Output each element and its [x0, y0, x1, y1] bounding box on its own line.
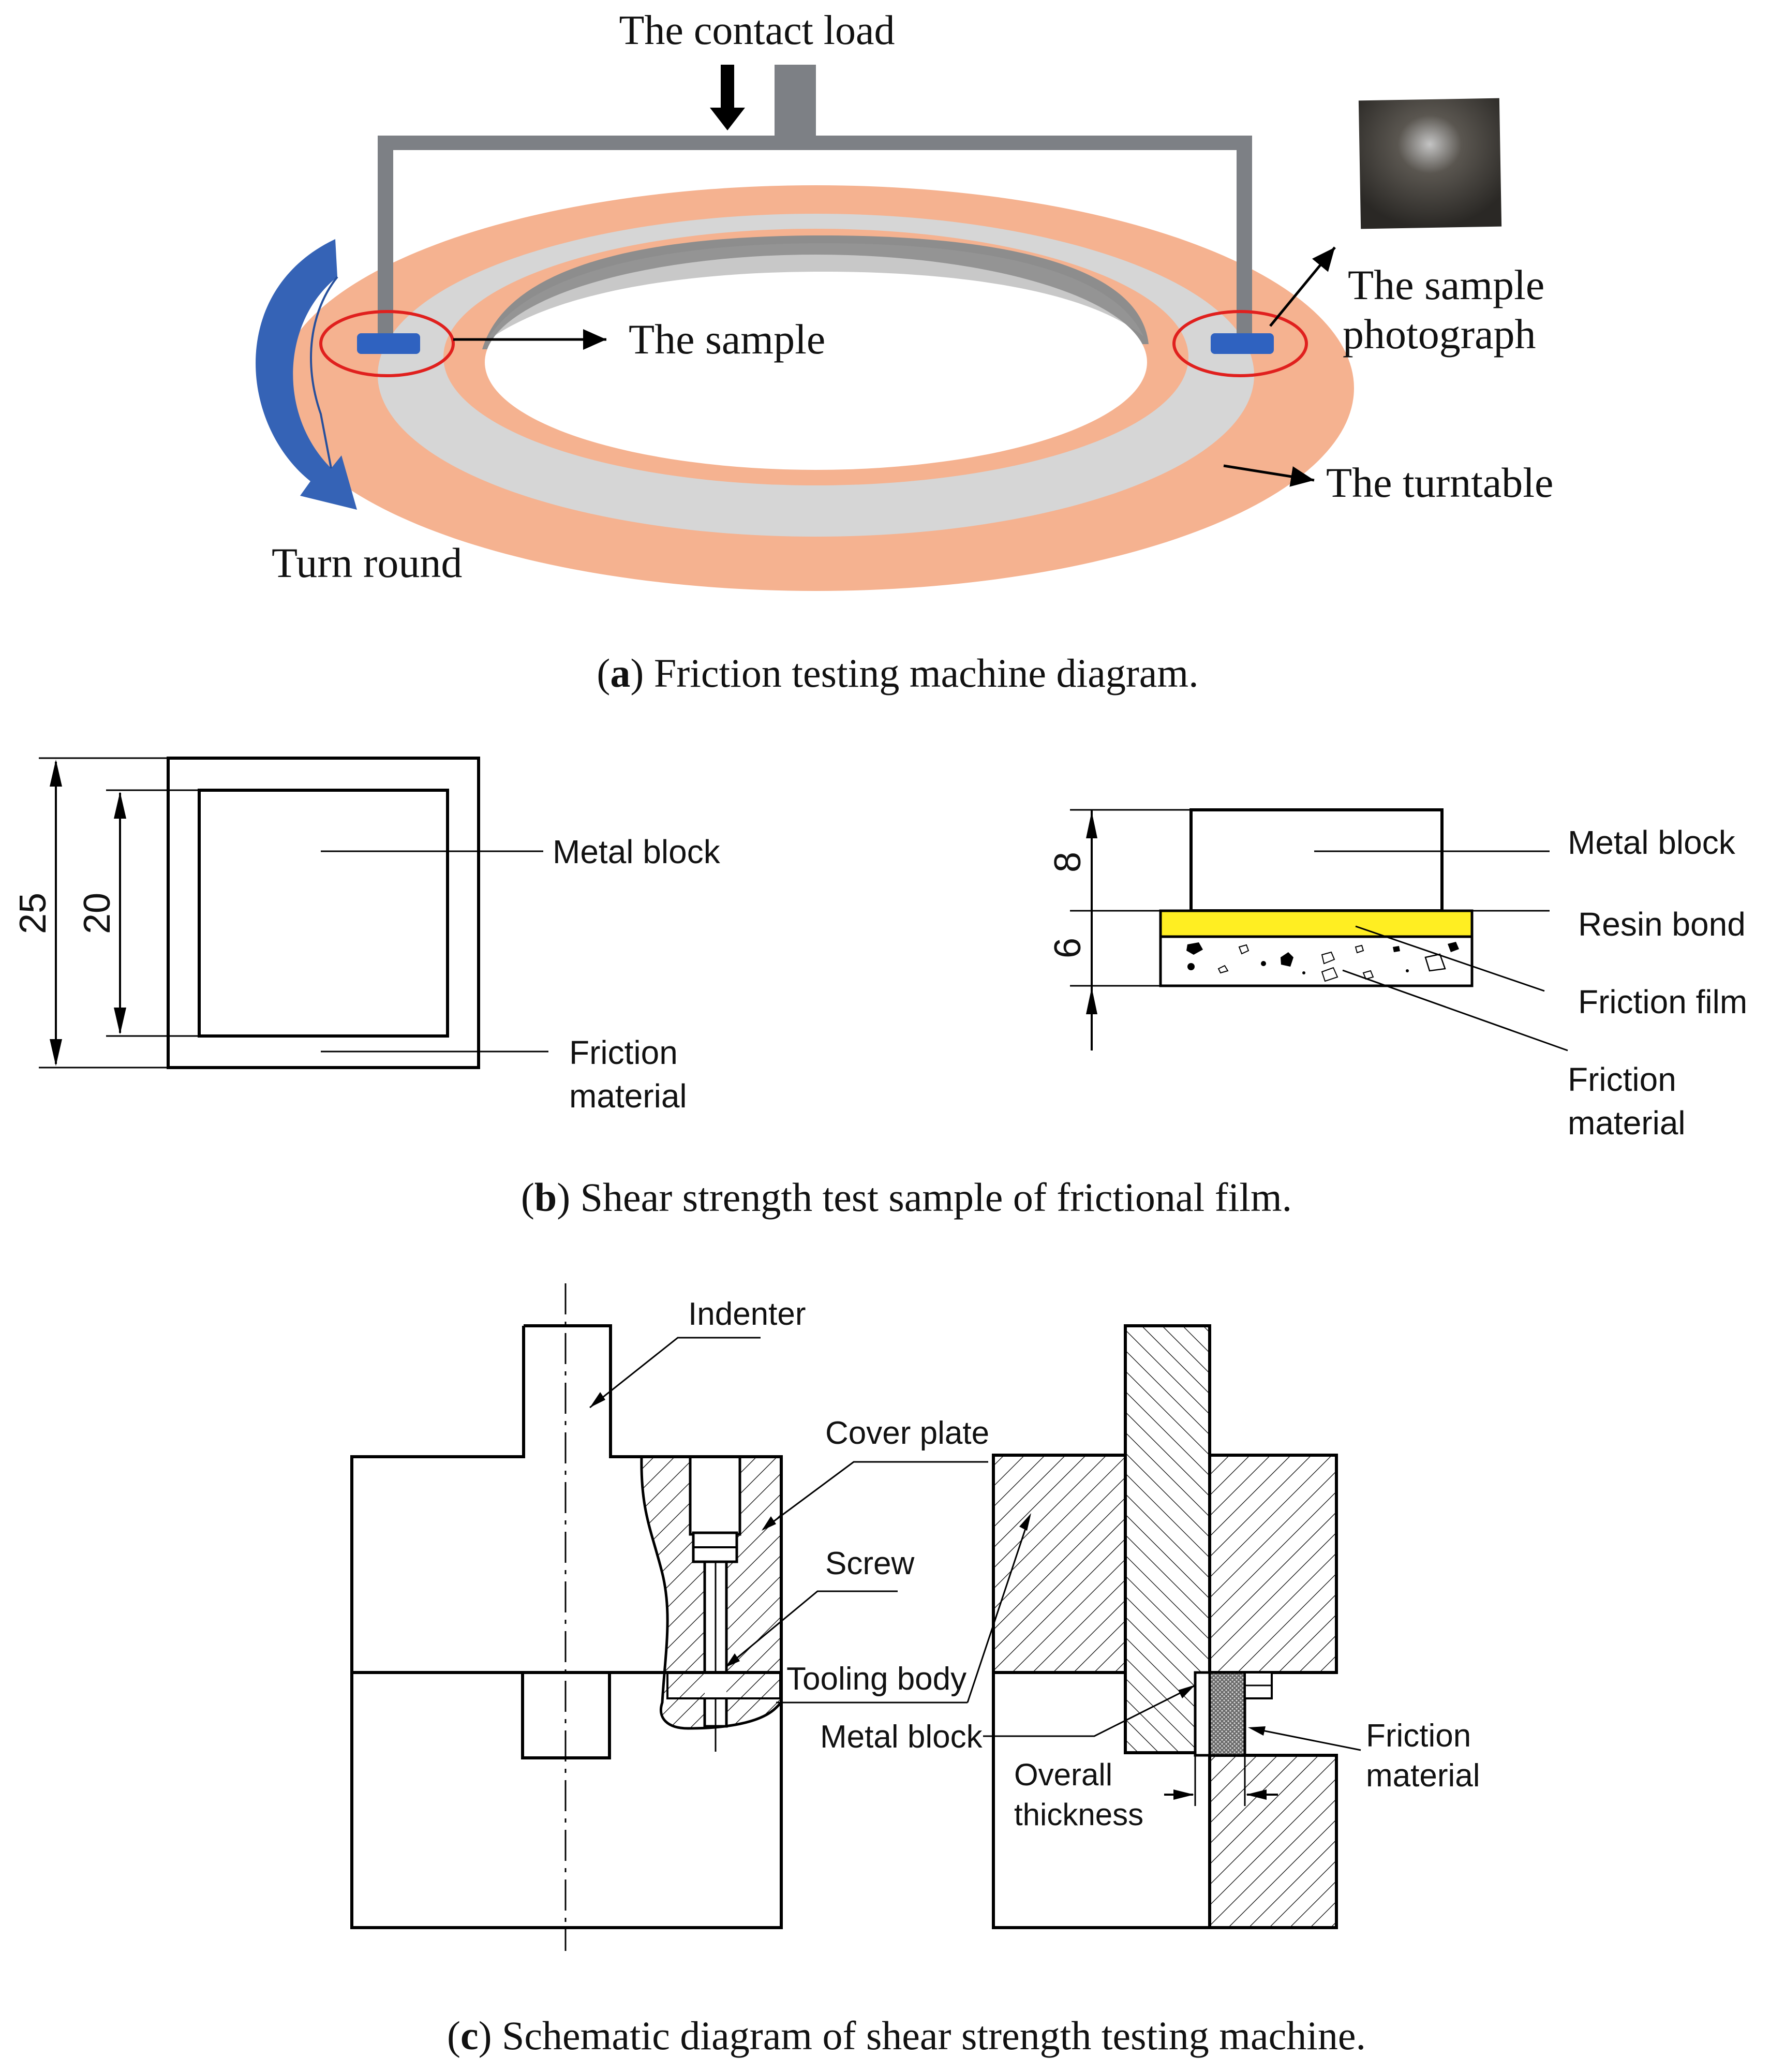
caption-c-letter: c — [460, 2013, 479, 2058]
sample-label: The sample — [629, 316, 825, 363]
tooling-body-label: Tooling body — [786, 1661, 966, 1697]
dim-6: 6 — [1047, 938, 1089, 958]
turntable-label: The turntable — [1326, 459, 1553, 506]
tester-section-view: Overall thickness Metal block Friction m… — [820, 1324, 1480, 1929]
right-friction-label-1: Friction — [1568, 1061, 1676, 1098]
sample-left-marker — [319, 310, 455, 377]
turntable-hole — [485, 255, 1147, 470]
tester-front-view: Indenter Cover plate Screw Tooling body — [350, 1283, 989, 1951]
right-metal-block-label: Metal block — [1568, 824, 1736, 861]
side-friction-material — [1159, 935, 1474, 987]
right-friction-label-2: material — [1568, 1104, 1686, 1142]
dim-20: 20 — [77, 893, 118, 934]
panel-a: The contact load The sample The sample p… — [256, 8, 1553, 695]
load-left-leg — [378, 136, 393, 336]
caption-a-letter: a — [610, 650, 630, 695]
contact-load-label: The contact load — [619, 8, 895, 53]
screw-label: Screw — [825, 1546, 914, 1581]
section-friction-label-1: Friction — [1366, 1718, 1471, 1754]
load-stem — [775, 65, 816, 138]
cover-plate-label: Cover plate — [825, 1415, 989, 1451]
section-metal-block-label: Metal block — [820, 1719, 983, 1755]
turn-round-label: Turn round — [272, 539, 462, 586]
left-friction-label-1: Friction — [569, 1034, 678, 1071]
sample-side-view: 8 6 Metal block Resin bond Friction film… — [1047, 808, 1747, 1142]
sample-photo-label-2: photograph — [1343, 310, 1536, 358]
friction-material-outline — [167, 757, 480, 1069]
sample-left — [357, 333, 420, 354]
metal-block-outline — [198, 789, 449, 1038]
left-metal-block-label: Metal block — [553, 833, 721, 870]
sample-photo-label-1: The sample — [1348, 261, 1544, 308]
overall-thickness-label-1: Overall — [1014, 1757, 1112, 1792]
load-right-leg — [1237, 136, 1252, 336]
friction-film-label: Friction film — [1578, 983, 1747, 1020]
resin-bond-label: Resin bond — [1578, 906, 1746, 943]
sample-right — [1211, 333, 1274, 354]
panel-b: 25 20 Metal block Friction material — [12, 757, 1747, 1220]
caption-c: (c) Schematic diagram of shear strength … — [447, 2013, 1366, 2058]
sample-photograph — [1358, 98, 1502, 229]
side-resin-bond — [1159, 909, 1474, 938]
overall-thickness-label-2: thickness — [1014, 1797, 1143, 1832]
caption-a-text: ) Friction testing machine diagram. — [630, 650, 1198, 695]
caption-a: (a) Friction testing machine diagram. — [597, 650, 1198, 695]
caption-b: (b) Shear strength test sample of fricti… — [521, 1175, 1292, 1220]
caption-c-text: ) Schematic diagram of shear strength te… — [479, 2013, 1366, 2058]
friction-particles — [1186, 942, 1459, 982]
caption-b-text: ) Shear strength test sample of friction… — [557, 1175, 1292, 1220]
section-friction-label-2: material — [1366, 1758, 1480, 1794]
section-metal-block — [1194, 1671, 1211, 1757]
sample-top-view: 25 20 Metal block Friction material — [12, 757, 721, 1115]
load-crossbar — [378, 136, 1252, 150]
dim-8: 8 — [1047, 852, 1089, 872]
rotation-arrow — [256, 239, 357, 510]
load-arrow — [710, 65, 745, 130]
section-friction-material — [1208, 1671, 1246, 1757]
left-friction-label-2: material — [569, 1077, 687, 1115]
caption-b-letter: b — [534, 1175, 557, 1220]
dim-25: 25 — [12, 893, 54, 934]
sample-right-marker — [1172, 310, 1308, 377]
panel-c: Indenter Cover plate Screw Tooling body — [350, 1283, 1480, 2058]
side-metal-block — [1189, 808, 1444, 912]
indenter-label: Indenter — [688, 1296, 806, 1332]
